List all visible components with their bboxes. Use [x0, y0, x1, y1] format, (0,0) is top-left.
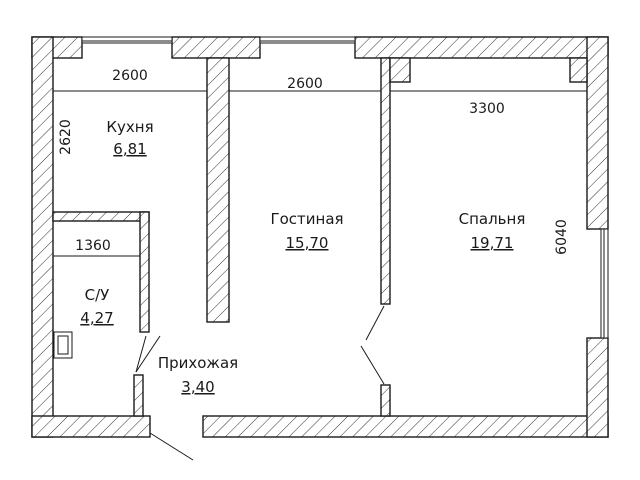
room-area-kitchen: 6,81: [113, 140, 146, 158]
room-area-bathroom: 4,27: [80, 309, 113, 327]
doors: [135, 305, 385, 461]
room-area-hallway: 3,40: [181, 378, 214, 396]
windows: [81, 36, 609, 339]
room-hallway: Прихожая 3,40: [158, 354, 238, 396]
room-name-kitchen: Кухня: [106, 118, 153, 136]
room-kitchen: Кухня 6,81: [106, 118, 153, 158]
dim-kitchen-width: 2600: [112, 68, 148, 84]
room-name-bathroom: С/У: [85, 286, 110, 304]
room-bathroom: С/У 4,27: [80, 286, 113, 327]
room-living: Гостиная 15,70: [270, 210, 343, 252]
dim-bathroom-width: 1360: [75, 238, 111, 254]
room-area-bedroom: 19,71: [471, 234, 514, 252]
dimension-lines: [53, 90, 587, 257]
room-name-hallway: Прихожая: [158, 354, 238, 372]
dim-kitchen-depth: 2620: [58, 119, 74, 155]
dim-bedroom-width: 3300: [469, 101, 505, 117]
room-name-bedroom: Спальня: [459, 210, 526, 228]
room-bedroom: Спальня 19,71: [459, 210, 526, 252]
outer-walls: [31, 36, 609, 438]
dim-bedroom-depth: 6040: [554, 219, 570, 255]
room-area-living: 15,70: [286, 234, 329, 252]
interior-walls: [52, 57, 588, 417]
room-name-living: Гостиная: [270, 210, 343, 228]
dim-living-width: 2600: [287, 76, 323, 92]
